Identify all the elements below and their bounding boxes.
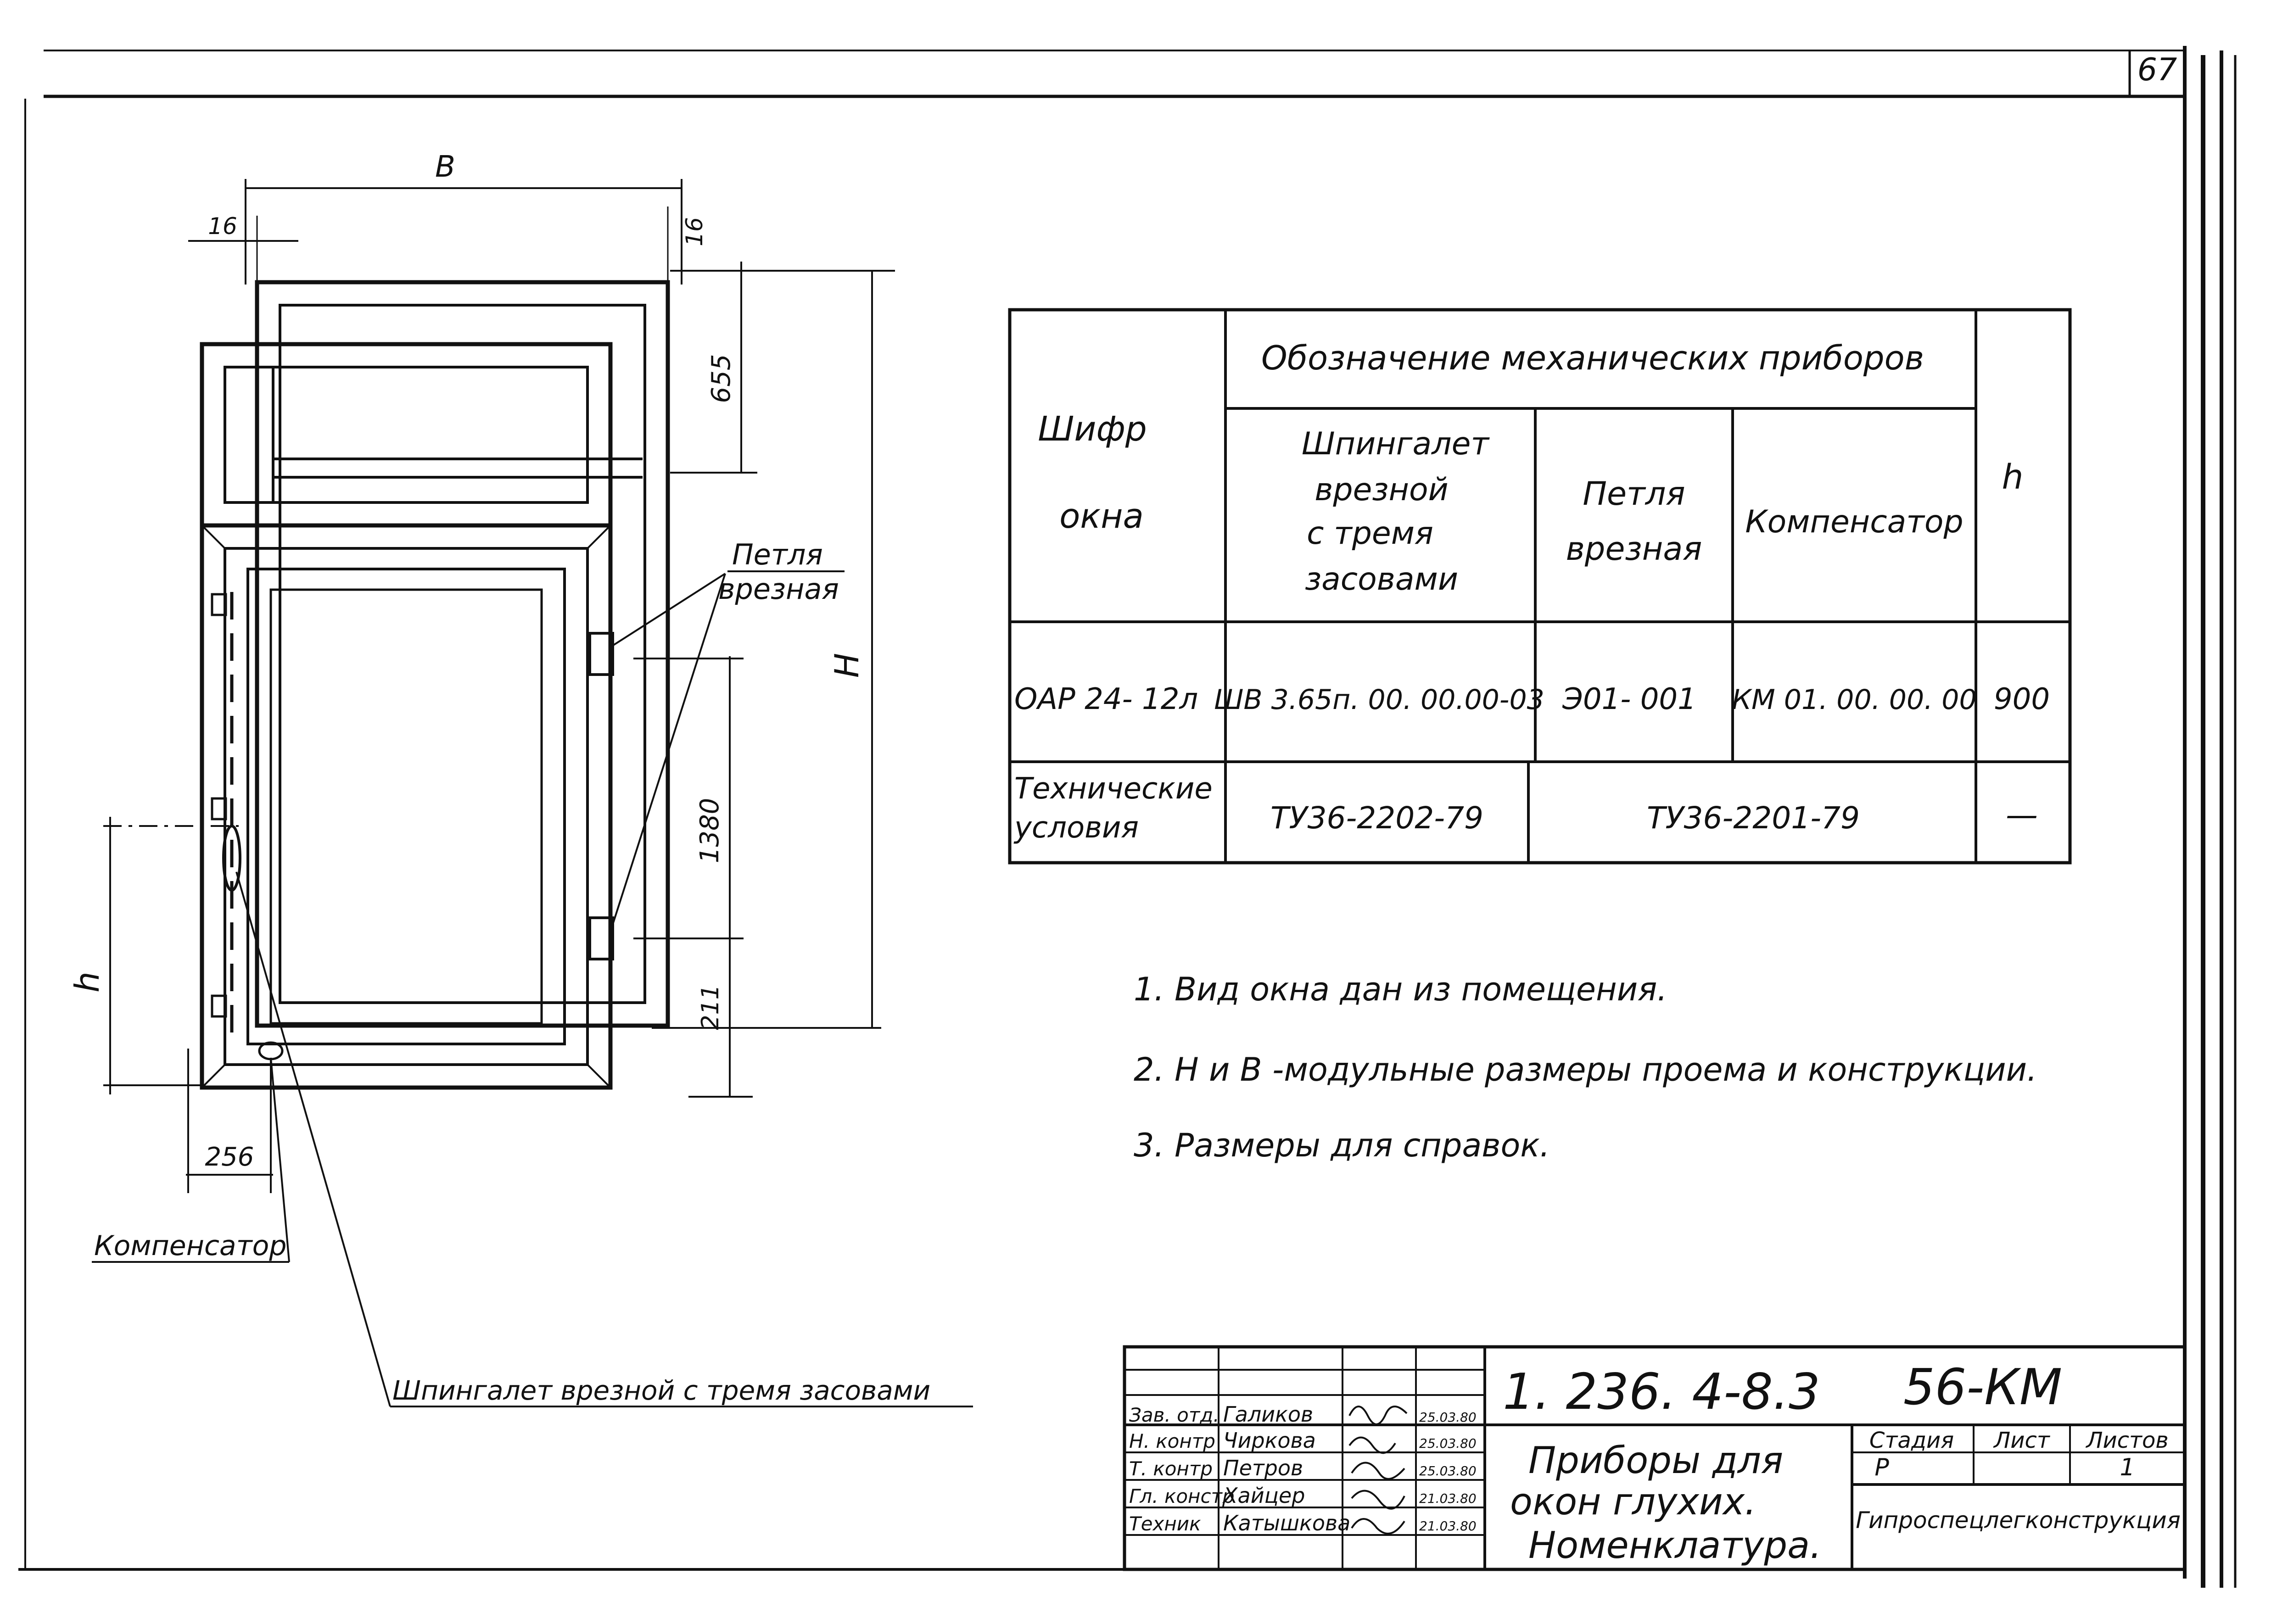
callout-hinge-line1: Петля <box>732 538 823 571</box>
table-row2-latch-spec: ТУ36-2202-79 <box>1270 800 1483 836</box>
stage-label: Стадия <box>1869 1428 1954 1453</box>
signature-date: 25.03.80 <box>1419 1463 1477 1479</box>
doc-code: 1. 236. 4-8.3 <box>1503 1363 1820 1421</box>
table-col-compensator: Компенсатор <box>1745 504 1963 540</box>
signature-date: 25.03.80 <box>1419 1436 1477 1451</box>
latch-handle <box>222 825 241 892</box>
title-block: 1. 236. 4-8.3 56-КМ Приборы для окон глу… <box>1123 1345 2187 1571</box>
sheets-value: 1 <box>2120 1454 2135 1481</box>
dim-sash: 1380 <box>695 798 725 864</box>
signature-row: Т. контр Петров 25.03.80 <box>1129 1456 1477 1480</box>
equipment-table: Обозначение механических приборов Шифр о… <box>1008 308 2072 865</box>
table-row2-label-2: условия <box>1013 811 1139 845</box>
dimension-lines: B 16 16 H 655 1380 211 h 256 <box>68 150 895 1193</box>
sash-frame <box>200 523 613 1090</box>
dim-bottom: 211 <box>697 984 724 1030</box>
table-col-latch-4: засовами <box>1305 561 1458 597</box>
signature-role: Гл. констр <box>1129 1485 1235 1507</box>
dim-top-panel: 655 <box>706 354 736 403</box>
dim-frame-left: 16 <box>208 213 237 240</box>
table-row2-common-spec: ТУ36-2201-79 <box>1647 800 1860 836</box>
table-col-hinge-2: врезная <box>1566 530 1702 568</box>
table-col-latch-1: Шпингалет <box>1302 426 1490 462</box>
sheet-number: 67 <box>2137 52 2177 88</box>
note-2: 2. Н и В -модульные размеры проема и кон… <box>1134 1051 2037 1088</box>
dim-handle-label: h <box>68 971 106 993</box>
signature-date: 21.03.80 <box>1419 1491 1477 1506</box>
table-header-group: Обозначение механических приборов <box>1261 339 1924 377</box>
signature-date: 25.03.80 <box>1419 1410 1477 1425</box>
table-col-latch-2: врезной <box>1315 472 1449 508</box>
signature-row: Техник Катышкова 21.03.80 <box>1129 1511 1477 1535</box>
signature-role: Т. контр <box>1129 1457 1213 1480</box>
sheets-label: Листов <box>2085 1428 2168 1453</box>
stage-value: Р <box>1874 1454 1889 1481</box>
hinge-lower <box>588 916 614 960</box>
signature-row: Зав. отд. Галиков 25.03.80 <box>1129 1402 1477 1427</box>
dim-frame-right: 16 <box>681 217 708 246</box>
title-line-3: Номенклатура. <box>1528 1524 1822 1567</box>
dim-handle-offset: 256 <box>205 1142 254 1172</box>
signature-role: Техник <box>1129 1512 1201 1535</box>
hinge-upper <box>588 632 614 676</box>
title-line-1: Приборы для <box>1528 1439 1783 1482</box>
signature-role: Н. контр <box>1129 1430 1215 1452</box>
outer-frame <box>255 280 670 1028</box>
table-col-latch-3: с тремя <box>1307 515 1433 552</box>
doc-code-suffix: 56-КМ <box>1903 1359 2062 1416</box>
callout-latch: Шпингалет врезной с тремя засовами <box>392 1375 930 1406</box>
dim-height-label: H <box>828 653 866 678</box>
table-col-cipher-2: окна <box>1059 497 1144 536</box>
dim-width-label: B <box>435 150 455 184</box>
note-1: 1. Вид окна дан из помещения. <box>1134 971 1667 1008</box>
signature-name: Катышкова <box>1223 1511 1350 1535</box>
latch-bolt-top <box>211 593 227 616</box>
latch-bolt-bottom <box>211 994 227 1018</box>
sheet-label: Лист <box>1993 1428 2051 1453</box>
outer-frame-inner <box>279 304 646 1004</box>
table-col-hinge-1: Петля <box>1583 475 1685 513</box>
signature-name: Хайцер <box>1222 1483 1305 1508</box>
notes: 1. Вид окна дан из помещения. 2. Н и В -… <box>1134 971 2037 1164</box>
organization: Гипроспецлегконструкция <box>1856 1507 2181 1534</box>
signature-role: Зав. отд. <box>1129 1404 1220 1426</box>
sheet-frame: 67 <box>18 46 2237 1588</box>
table-row1-h: 900 <box>1994 682 2050 716</box>
table-row2-label-1: Технические <box>1014 772 1213 806</box>
callout-hinge-line2: врезная <box>718 572 839 606</box>
signature-row: Гл. констр Хайцер 21.03.80 <box>1129 1483 1477 1508</box>
table-row1-hinge: Э01- 001 <box>1562 682 1696 716</box>
signature-name: Галиков <box>1223 1402 1313 1427</box>
table-row1-latch: ШВ 3.65п. 00. 00.00-03 <box>1214 684 1544 716</box>
table-col-cipher-1: Шифр <box>1038 409 1147 449</box>
transom-frame <box>200 342 613 528</box>
callout-compensator: Компенсатор <box>94 1230 286 1262</box>
window-elevation <box>200 280 670 1090</box>
signature-name: Петров <box>1223 1456 1303 1480</box>
signature-name: Чиркова <box>1223 1428 1316 1453</box>
latch-bolt-mid <box>211 797 227 820</box>
table-row1-compensator: КМ 01. 00. 00. 00 <box>1732 684 1976 716</box>
title-line-2: окон глухих. <box>1510 1480 1757 1523</box>
table-row2-h: — <box>2006 796 2038 834</box>
signature-date: 21.03.80 <box>1419 1518 1477 1534</box>
handwritten-signatures <box>1348 1406 1408 1535</box>
note-3: 3. Размеры для справок. <box>1134 1127 1550 1164</box>
table-row1-cipher: ОАР 24- 12л <box>1014 682 1198 716</box>
signature-row: Н. контр Чиркова 25.03.80 <box>1129 1428 1477 1453</box>
table-col-h: h <box>2002 458 2024 497</box>
callouts: Петля врезная Компенсатор Шпингалет врез… <box>92 538 973 1407</box>
